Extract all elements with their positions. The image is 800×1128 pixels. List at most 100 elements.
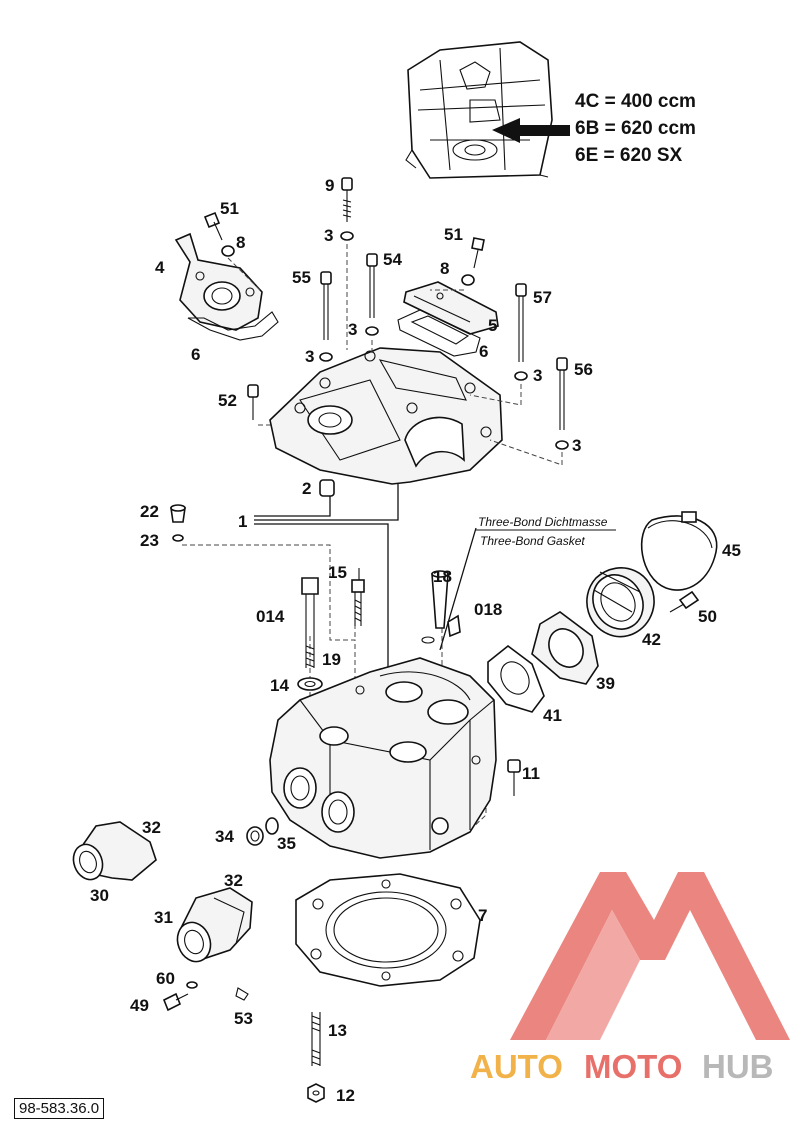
- seal-018: [421, 614, 461, 644]
- callout-32: 32: [142, 818, 161, 837]
- callout-50: 50: [698, 607, 717, 626]
- callout-32: 32: [224, 871, 243, 890]
- callout-3: 3: [305, 347, 314, 366]
- callout-57: 57: [533, 288, 552, 307]
- callout-51: 51: [220, 199, 239, 218]
- callout-3: 3: [348, 320, 357, 339]
- bolt-57: [514, 283, 528, 381]
- callout-8: 8: [236, 233, 245, 252]
- bolt-56: [555, 357, 569, 450]
- nut-12: [307, 1083, 325, 1103]
- watermark-logo: [510, 872, 790, 1040]
- callout-1: 1: [238, 512, 247, 531]
- callout-55: 55: [292, 268, 311, 287]
- intake-31: [176, 887, 253, 963]
- note-line-1: Three-Bond Dichtmasse: [478, 515, 608, 529]
- watermark-auto: AUTO: [470, 1048, 563, 1085]
- part-15: [351, 568, 365, 626]
- callout-22: 22: [140, 502, 159, 521]
- watermark-wordmark: AUTO MOTO HUB: [470, 1048, 774, 1085]
- watermark-triangle-icon: [510, 872, 790, 1040]
- callout-6: 6: [191, 345, 200, 364]
- bolt-9: [340, 177, 354, 241]
- clamp-45: [640, 511, 718, 591]
- dowel-2: [319, 479, 335, 497]
- valve-cover: [269, 347, 503, 485]
- callout-3: 3: [324, 226, 333, 245]
- watermark-hub: HUB: [702, 1048, 774, 1085]
- cover-4: [174, 232, 263, 331]
- cover-5: [403, 281, 499, 335]
- callout-49: 49: [130, 996, 149, 1015]
- legend-line-2: 6B = 620 ccm: [575, 118, 696, 139]
- callout-7: 7: [478, 906, 487, 925]
- washer-14: [297, 677, 323, 691]
- callout-42: 42: [642, 630, 661, 649]
- callout-45: 45: [722, 541, 741, 560]
- engine-thumbnail: [405, 41, 553, 179]
- callout-13: 13: [328, 1021, 347, 1040]
- callout-3: 3: [572, 436, 581, 455]
- callout-23: 23: [140, 531, 159, 550]
- callout-labels: 9 51 8 4 6 3 55 54 51 8 57 3 5 3 6 3 56 …: [90, 176, 741, 1105]
- callout-15: 15: [328, 563, 347, 582]
- bolt-51-right: [461, 237, 485, 286]
- gasket-6-right: [397, 309, 481, 357]
- leader-lines: [254, 484, 477, 668]
- callout-35: 35: [277, 834, 296, 853]
- callout-19: 19: [322, 650, 341, 669]
- callout-56: 56: [574, 360, 593, 379]
- guide-18: [431, 570, 449, 629]
- callout-5: 5: [488, 316, 497, 335]
- oring-35: [265, 817, 279, 835]
- drawing-number: 98-583.36.0: [14, 1098, 105, 1119]
- bolt-55: [319, 271, 333, 362]
- gasket-41: [487, 644, 545, 713]
- flange-39: [531, 611, 599, 685]
- callout-14: 14: [270, 676, 289, 695]
- cylinder-head: [269, 657, 497, 859]
- callout-41: 41: [543, 706, 562, 725]
- rubber-42: [586, 567, 655, 638]
- callout-51: 51: [444, 225, 463, 244]
- clip-53: [235, 987, 249, 1001]
- callout-4: 4: [155, 258, 165, 277]
- three-bond-note: Three-Bond Dichtmasse Three-Bond Gasket: [476, 515, 616, 548]
- screw-11: [507, 759, 521, 796]
- callout-54: 54: [383, 250, 402, 269]
- washer-23: [172, 534, 184, 542]
- callout-014: 014: [256, 607, 285, 626]
- callout-018: 018: [474, 600, 502, 619]
- stud-014: [301, 577, 319, 668]
- intake-30: [72, 821, 157, 881]
- note-line-2: Three-Bond Gasket: [480, 534, 585, 548]
- callout-2: 2: [302, 479, 311, 498]
- legend-line-1: 4C = 400 ccm: [575, 91, 696, 112]
- watermark-moto: MOTO: [584, 1048, 682, 1085]
- callout-31: 31: [154, 908, 173, 927]
- callout-3: 3: [533, 366, 542, 385]
- callout-60: 60: [156, 969, 175, 988]
- callout-53: 53: [234, 1009, 253, 1028]
- bolt-50: [669, 590, 700, 613]
- stud-13: [311, 1012, 321, 1066]
- callout-8: 8: [440, 259, 449, 278]
- screw-22: [170, 504, 186, 523]
- callout-11: 11: [522, 764, 540, 783]
- callout-39: 39: [596, 674, 615, 693]
- screw-49: [162, 992, 189, 1012]
- callout-6: 6: [479, 342, 488, 361]
- callout-34: 34: [215, 827, 234, 846]
- head-gasket-7: [295, 873, 481, 987]
- arrow-icon: [492, 118, 570, 143]
- bolt-54: [365, 253, 379, 336]
- callout-52: 52: [218, 391, 237, 410]
- callout-9: 9: [325, 176, 334, 195]
- model-legend: 4C = 400 ccm 6B = 620 ccm 6E = 620 SX: [575, 91, 696, 166]
- plug-34: [246, 826, 264, 846]
- callout-18: 18: [433, 567, 452, 586]
- bolt-51-left: [203, 211, 235, 257]
- gasket-6-left: [187, 311, 279, 341]
- callout-30: 30: [90, 886, 109, 905]
